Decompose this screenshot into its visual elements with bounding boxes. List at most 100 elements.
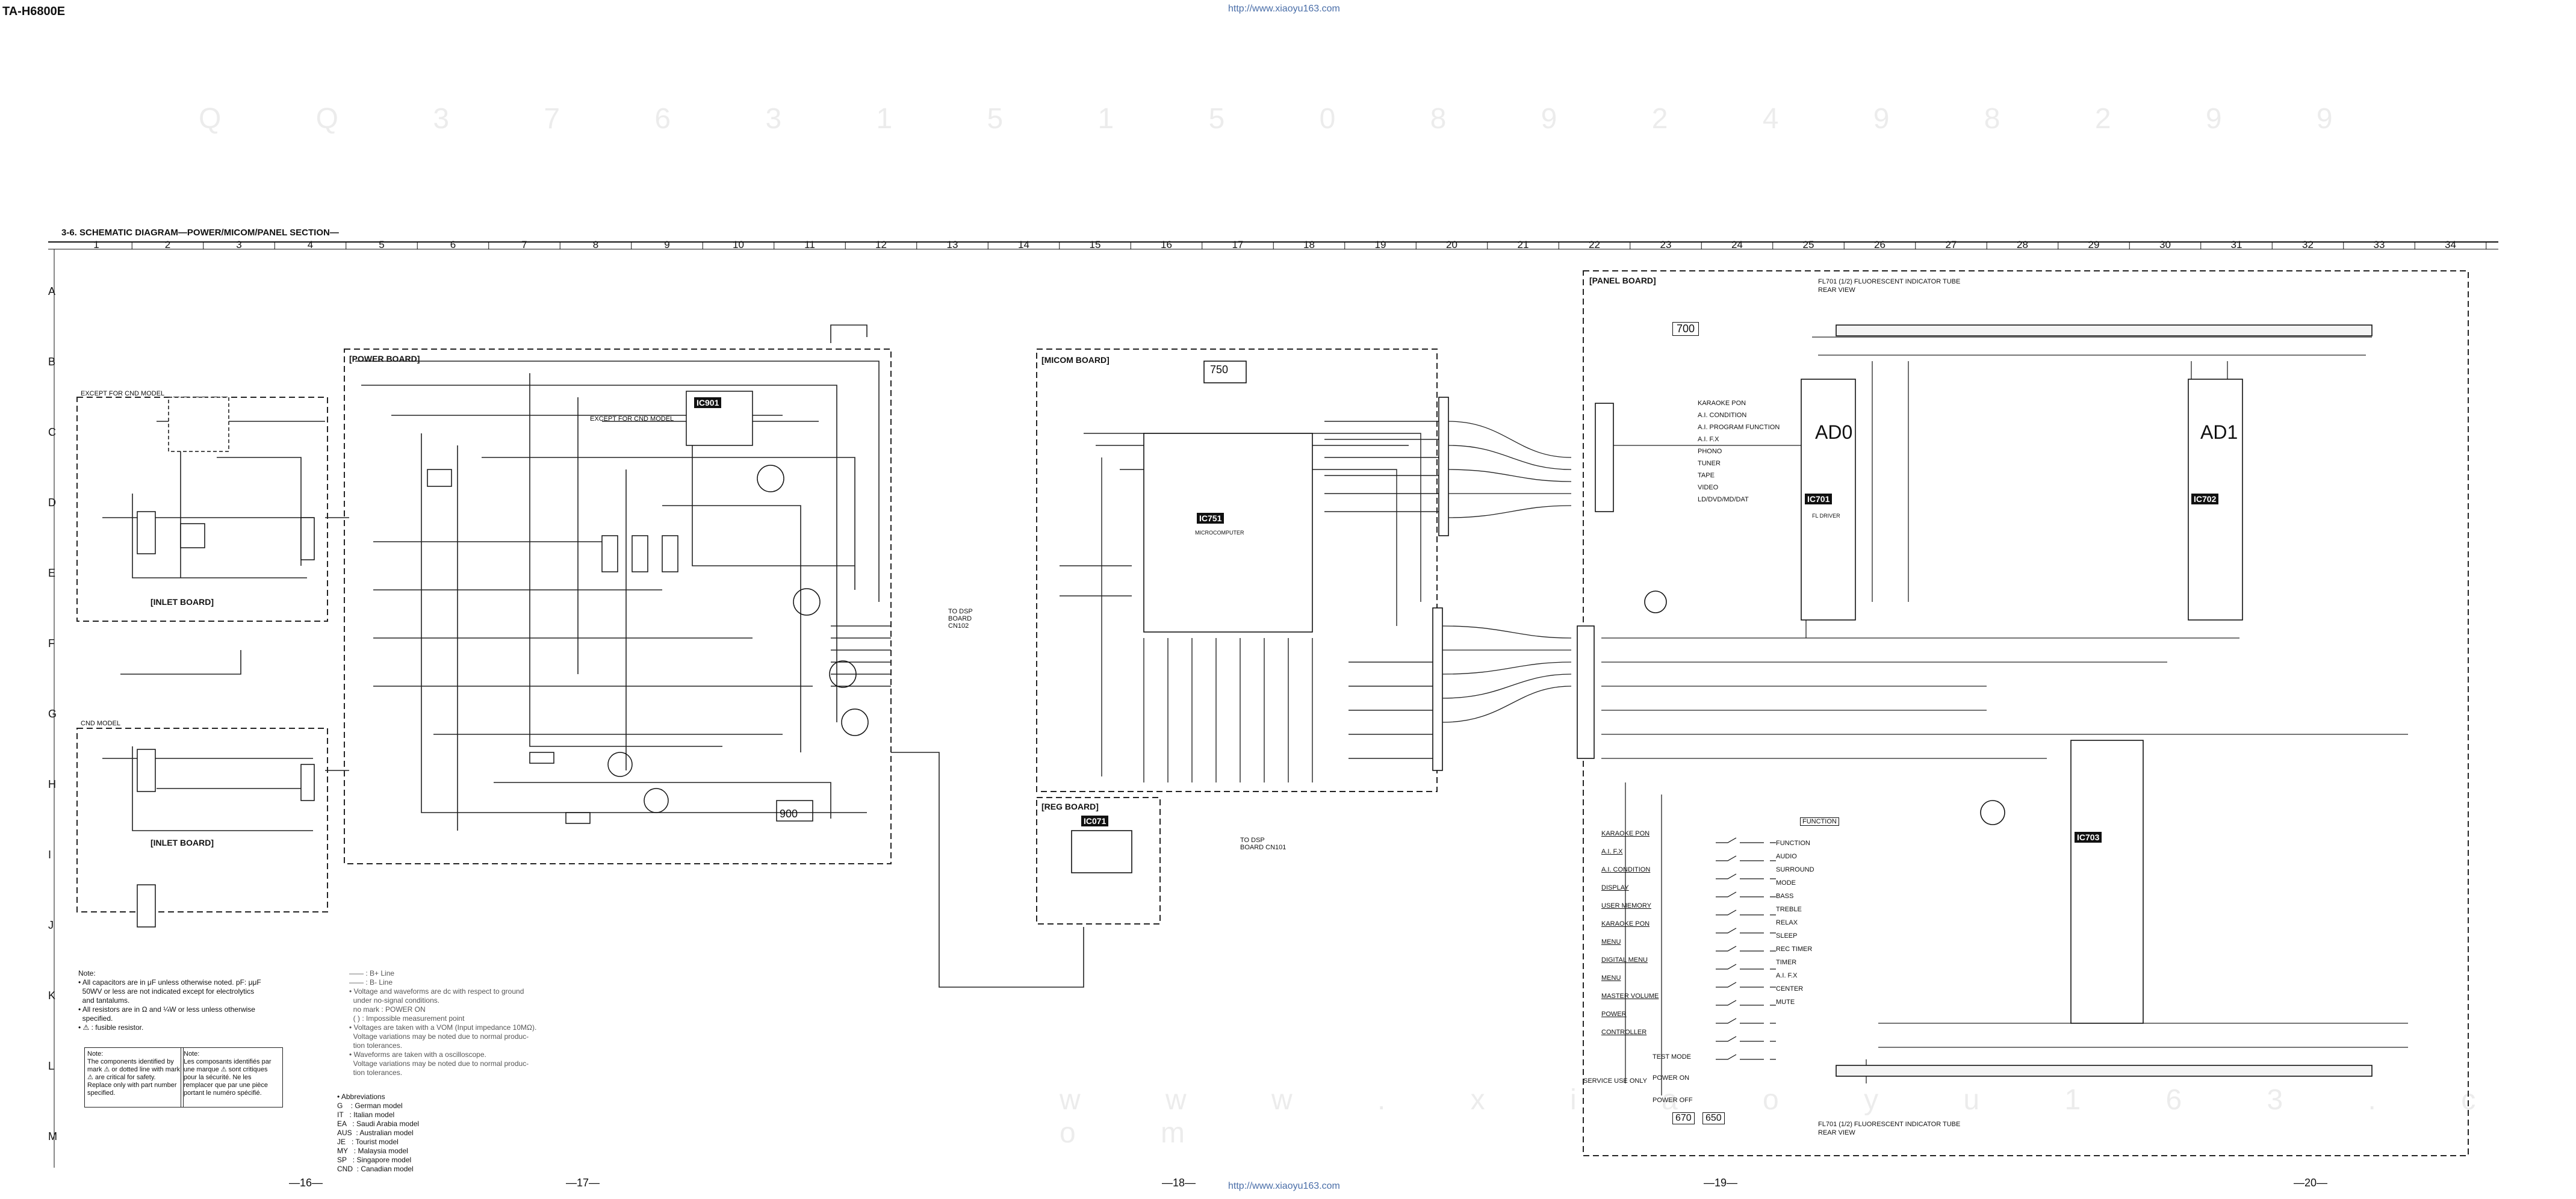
note-line: and tantalums.: [78, 996, 130, 1005]
ic702-label: IC702: [2191, 494, 2219, 504]
panel-button-label: TUNER: [1698, 460, 1721, 467]
notes-title: Note:: [78, 969, 96, 977]
watermark-bottom: w w w . x i a o y u 1 6 3 . c o m: [1060, 1084, 2515, 1149]
service-use-label: SERVICE USE ONLY: [1583, 1077, 1647, 1085]
grid-column-18: 18: [1303, 239, 1315, 250]
panel-sub-number-670: 670: [1672, 1112, 1695, 1124]
grid-column-12: 12: [875, 239, 887, 250]
panel-key-right-label: MUTE: [1776, 999, 1795, 1006]
panel-button-label: PHONO: [1698, 448, 1722, 455]
tube-top-label: FL701 (1/2) FLUORESCENT INDICATOR TUBE: [1818, 278, 1961, 285]
note-mid-line: —— : B+ Line: [349, 969, 395, 977]
note-line: • ⚠ : fusible resistor.: [78, 1023, 144, 1032]
note-mid-line: no mark : POWER ON: [349, 1005, 426, 1014]
panel-key-right-label: TIMER: [1776, 959, 1797, 966]
except-cnd-label: EXCEPT FOR CND MODEL: [81, 390, 165, 397]
page-number-20: —20—: [2294, 1177, 2328, 1189]
grid-column-26: 26: [1874, 239, 1885, 250]
note-line: specified.: [78, 1014, 113, 1023]
grid-column-20: 20: [1446, 239, 1457, 250]
grid-column-4: 4: [308, 239, 313, 250]
notes-block: Note: • All capacitors are in μF unless …: [78, 969, 361, 1032]
notes-mid-block: —— : B+ Line—— : B- Line• Voltage and wa…: [349, 969, 536, 1077]
grid-column-28: 28: [2017, 239, 2028, 250]
abbreviations-title: • Abbreviations: [337, 1092, 385, 1101]
to-dsp-label-1: TO DSP BOARD CN102: [948, 608, 973, 630]
power-components: [427, 391, 869, 824]
abbreviation-item: AUS : Australian model: [337, 1129, 414, 1137]
panel-key-left-label: DIGITAL MENU: [1601, 956, 1648, 964]
abbreviation-item: CND : Canadian model: [337, 1165, 414, 1173]
panel-key-left-label: KARAOKE PON: [1601, 920, 1650, 928]
note-line: • All resistors are in Ω and ¼W or less …: [78, 1005, 255, 1014]
fl-driver-label: FL DRIVER: [1812, 513, 1840, 519]
note-mid-line: Voltage variations may be noted due to n…: [349, 1032, 529, 1041]
panel-key-right-label: SURROUND: [1776, 866, 1814, 873]
ic701-label: IC701: [1805, 494, 1833, 504]
grid-column-23: 23: [1660, 239, 1672, 250]
panel-components: [1577, 324, 2373, 1077]
abbreviation-item: SP : Singapore model: [337, 1156, 412, 1164]
grid-column-19: 19: [1375, 239, 1386, 250]
note-mid-line: tion tolerances.: [349, 1041, 403, 1050]
abbreviation-item: JE : Tourist model: [337, 1138, 399, 1146]
inlet-board-2-label: [INLET BOARD]: [151, 838, 214, 847]
grid-column-7: 7: [521, 239, 527, 250]
interconnect-wiring: [1442, 421, 1572, 723]
note-mid-line: ( ) : Impossible measurement point: [349, 1014, 465, 1023]
panel-key-right-label: RELAX: [1776, 919, 1798, 926]
grid-column-27: 27: [1946, 239, 1957, 250]
grid-column-14: 14: [1018, 239, 1029, 250]
panel-key-left-label: MASTER VOLUME: [1601, 993, 1659, 1000]
page-number-18: —18—: [1162, 1177, 1196, 1189]
grid-column-21: 21: [1518, 239, 1529, 250]
power-board-label: [POWER BOARD]: [349, 354, 420, 364]
panel-button-label: A.I. F.X: [1698, 436, 1719, 443]
reg-board-label: [REG BOARD]: [1041, 802, 1099, 811]
grid-row-M: M: [48, 1130, 57, 1142]
tube-top-sub-label: REAR VIEW: [1818, 287, 1855, 294]
power-wiring: [355, 324, 1084, 988]
ic703-label: IC703: [2075, 832, 2102, 843]
grid-column-22: 22: [1589, 239, 1600, 250]
tube-bottom-sub-label: REAR VIEW: [1818, 1129, 1855, 1136]
reg-board-outline: [1036, 797, 1161, 925]
source-url-top[interactable]: http://www.xiaoyu163.com: [1228, 4, 1340, 14]
panel-key-left-label: MENU: [1601, 938, 1621, 946]
panel-button-label: KARAOKE PON: [1698, 400, 1746, 407]
panel-button-label: LD/DVD/MD/DAT: [1698, 496, 1749, 503]
grid-column-6: 6: [450, 239, 456, 250]
power-off-label: POWER OFF: [1653, 1097, 1693, 1104]
panel-key-left-label: POWER: [1601, 1011, 1627, 1018]
safety-note-fr: Note: Les composants identifiés par une …: [181, 1047, 283, 1108]
grid-column-15: 15: [1090, 239, 1101, 250]
notes-lines: • All capacitors are in μF unless otherw…: [78, 978, 361, 1032]
note-line: • All capacitors are in μF unless otherw…: [78, 978, 261, 987]
watermark-top: Q Q 3 7 6 3 1 5 1 5 0 8 9 2 4 9 8 2 9 9: [199, 103, 2376, 135]
panel-sub-number-650: 650: [1702, 1112, 1725, 1124]
source-url-bottom[interactable]: http://www.xiaoyu163.com: [1228, 1181, 1340, 1191]
panel-board-number: 700: [1672, 322, 1699, 336]
micom-components: [1071, 361, 1449, 873]
panel-switches: [1716, 837, 1776, 1060]
grid-row-A: A: [48, 285, 55, 297]
grid-row-C: C: [48, 426, 56, 438]
note-mid-line: • Waveforms are taken with a oscilloscop…: [349, 1050, 486, 1059]
panel-button-label: VIDEO: [1698, 484, 1719, 491]
panel-key-right-label: BASS: [1776, 893, 1794, 900]
grid-column-31: 31: [2231, 239, 2242, 250]
panel-key-left-label: MENU: [1601, 974, 1621, 982]
test-mode-label: TEST MODE: [1653, 1053, 1691, 1061]
model-title: TA-H6800E: [2, 5, 66, 18]
panel-key-left-label: DISPLAY: [1601, 884, 1629, 891]
grid-column-25: 25: [1803, 239, 1814, 250]
to-dsp-label-2: TO DSP BOARD CN101: [1240, 837, 1286, 851]
ad1-label: AD1: [2200, 421, 2238, 443]
except-cnd-model-label: EXCEPT FOR CND MODEL: [590, 415, 674, 423]
abbreviation-item: EA : Saudi Arabia model: [337, 1120, 420, 1128]
